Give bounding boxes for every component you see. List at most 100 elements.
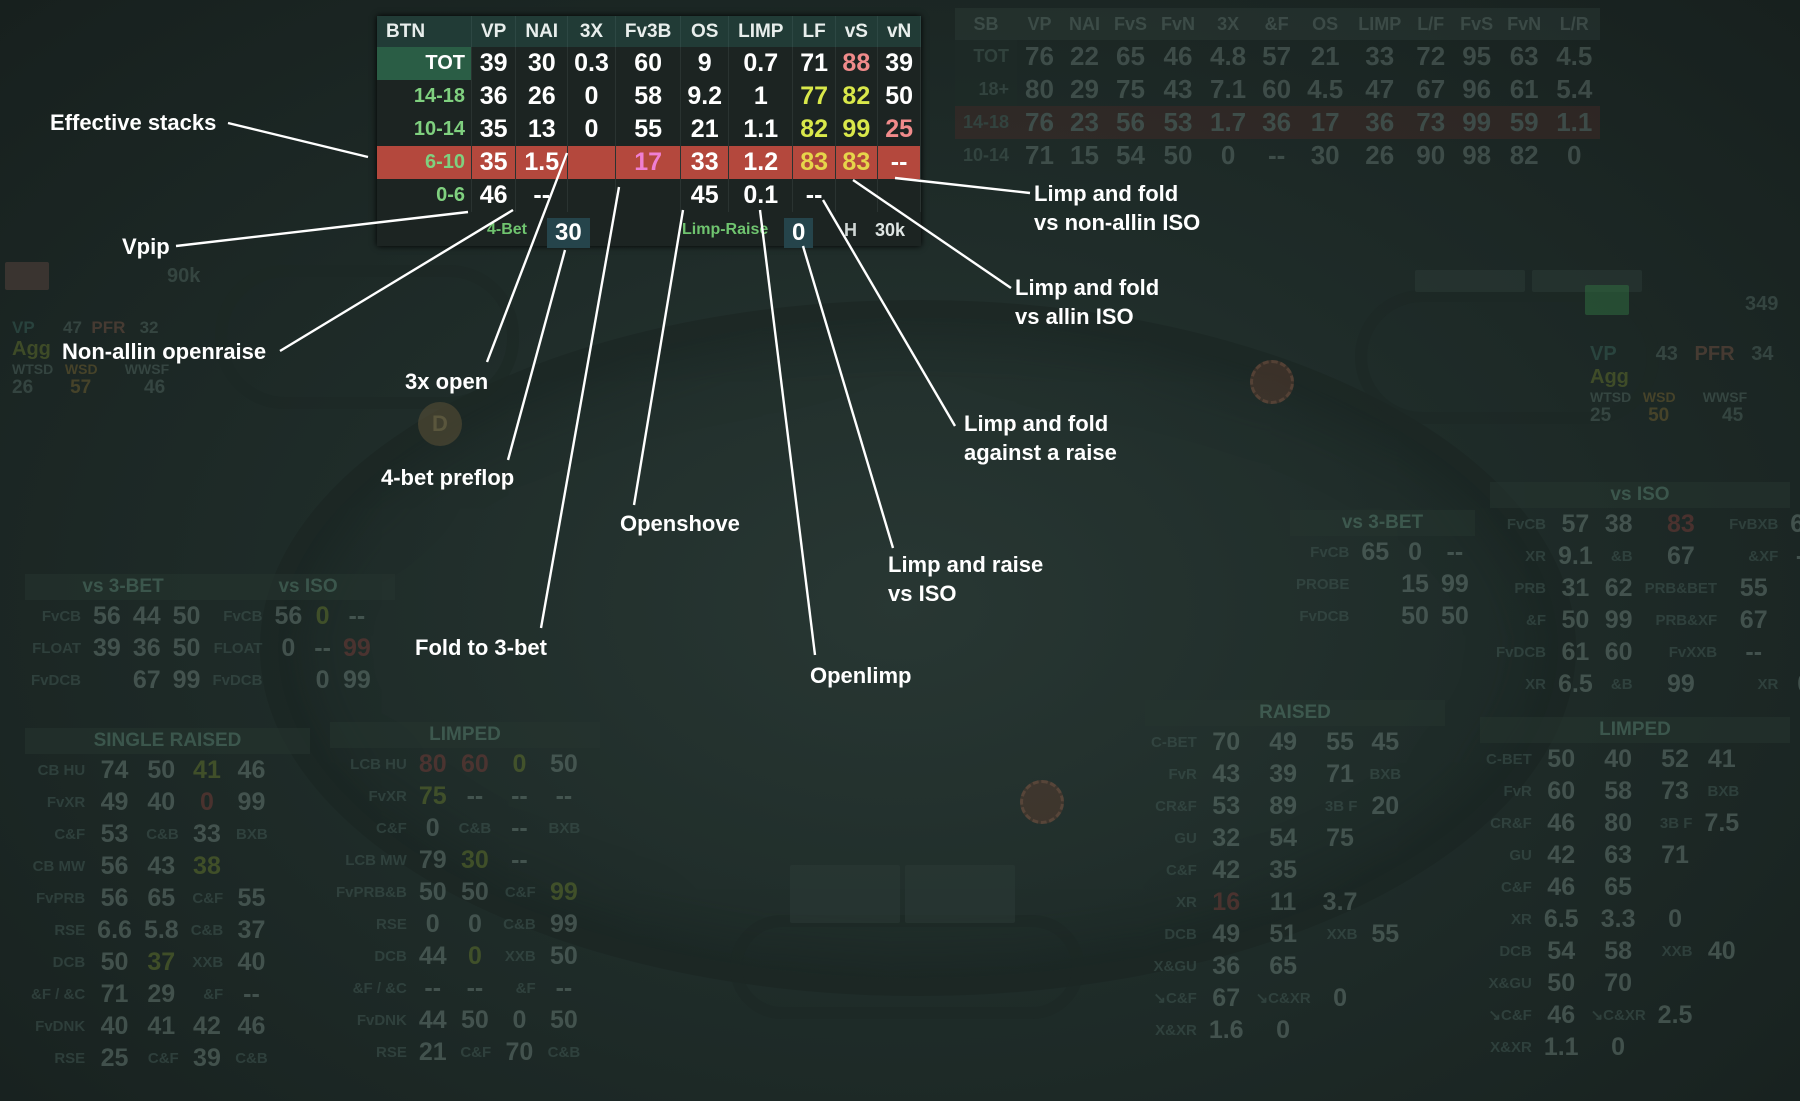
panel-title: vs ISO: [278, 576, 338, 597]
wwsf-label: WWSF: [124, 361, 170, 377]
col-header-lf: LF: [792, 16, 836, 47]
hud-bottom-row: 4-Bet 30 Limp-Raise 0 H 30k: [377, 212, 922, 248]
col-header-vp: VP: [471, 16, 517, 47]
sb-stat-value: 0: [1567, 140, 1582, 170]
annotation-non-allin-openraise: Non-allin openraise: [62, 339, 267, 364]
annotation-line: vs ISO: [888, 581, 957, 606]
hands-count: 30k: [875, 220, 906, 240]
agg-label: Agg: [12, 338, 51, 360]
leader-fold-to-3bet: [539, 186, 621, 629]
os-value: 21: [680, 113, 730, 146]
sb-stat-value: 50: [1163, 140, 1193, 170]
annotation-fold-to-3bet: Fold to 3-bet: [415, 635, 547, 660]
annotation-line: Limp and fold: [1034, 181, 1179, 206]
panel-title: vs ISO: [1490, 482, 1790, 508]
sb-stat-value: 53: [1153, 106, 1202, 139]
hud-header-row: BTN VP NAI 3X Fv3B OS LIMP LF vS vN: [377, 16, 922, 47]
stack-range-label: 10-14: [377, 113, 472, 146]
panel-title: vs 3-BET: [1290, 510, 1475, 536]
sb-stat-value: 15: [1070, 140, 1099, 170]
annotation-openlimp: Openlimp: [810, 663, 912, 688]
sb-stat-value: 80: [1025, 74, 1054, 104]
nai-value: 13: [515, 113, 569, 146]
lf-value: 83: [792, 146, 836, 179]
sb-col-header: LIMP: [1351, 8, 1409, 40]
sb-stat-value: 71: [1025, 140, 1054, 170]
annotation-line: Limp and fold: [1015, 275, 1160, 300]
vpip-value: 35: [471, 113, 517, 146]
sb-stat-value: 65: [1116, 41, 1145, 71]
col-header-3x: 3X: [567, 16, 616, 47]
limp-value: 0.7: [728, 47, 794, 80]
sb-stat-value: 43: [1163, 74, 1193, 104]
sb-stat-value: 82: [1509, 140, 1539, 170]
stack-row-10-14[interactable]: 10-14 35 13 0 55 21 1.1 82 99 25: [377, 113, 922, 146]
vn-value: --: [877, 146, 922, 179]
panel-title: SINGLE RAISED: [25, 728, 310, 754]
sb-col-header: FvN: [1500, 8, 1549, 40]
col-header-nai: NAI: [515, 16, 569, 47]
os-value: 9: [680, 47, 730, 80]
leader-limp-raise-vs-iso: [801, 245, 895, 549]
wtsd-label: WTSD: [12, 361, 54, 377]
sb-stat-value: 0: [1220, 140, 1236, 170]
sb-stat-value: 73: [1408, 106, 1454, 139]
fourbet-label: 4-Bet: [487, 221, 528, 238]
sb-col-header: SB: [955, 8, 1018, 40]
col-header-btn: BTN: [377, 16, 472, 47]
3x-value: 0.3: [567, 47, 616, 80]
sb-stack-label: 10-14: [955, 139, 1018, 172]
leader-vpip: [175, 210, 469, 248]
stack-row-14-18[interactable]: 14-18 36 26 0 58 9.2 1 77 82 50: [377, 80, 922, 113]
sb-stat-value: 21: [1310, 41, 1340, 71]
col-header-os: OS: [680, 16, 730, 47]
right-stack: 349: [1745, 293, 1779, 315]
sb-stat-value: 29: [1070, 74, 1099, 104]
annotation-effective-stacks: Effective stacks: [50, 110, 217, 135]
sb-stat-value: 60: [1262, 74, 1292, 104]
leader-limp-fold-vs-raise: [821, 199, 957, 427]
panel-title: LIMPED: [1480, 717, 1790, 743]
pfr-value: 32: [139, 318, 159, 337]
3x-value: 0: [567, 113, 616, 146]
panel-title: RAISED: [1145, 700, 1445, 726]
sb-stat-value: 26: [1365, 140, 1395, 170]
limp-raise-value: 0: [784, 218, 814, 248]
annotation-limp-fold-nonallin: Limp and fold vs non-allin ISO: [1034, 179, 1200, 237]
sb-stat-value: 1.7: [1202, 106, 1255, 139]
stack-row-6-10[interactable]: 6-10 35 1.5 17 33 1.2 83 83 --: [377, 146, 922, 179]
vp-value: 47: [63, 318, 82, 337]
3x-value: [567, 179, 616, 212]
sb-stat-value: 22: [1070, 41, 1099, 71]
hero-card-right: [905, 865, 1015, 923]
wsd-label: WSD: [64, 361, 98, 377]
vs-value: 99: [835, 113, 878, 146]
wsd-value: 50: [1648, 405, 1670, 426]
wsd-label: WSD: [1642, 389, 1676, 405]
col-header-limp: LIMP: [728, 16, 794, 47]
vpip-value: 36: [471, 80, 517, 113]
sb-col-header: NAI: [1061, 8, 1107, 40]
stack-range-label: TOT: [377, 47, 472, 80]
leader-3x-open: [485, 152, 569, 363]
vp-label: VP: [12, 318, 35, 337]
stack-row-total[interactable]: TOT 39 30 0.3 60 9 0.7 71 88 39: [377, 47, 922, 80]
sb-stat-value: 17: [1299, 106, 1352, 139]
hero-card-left: [790, 865, 900, 923]
sb-stat-value: 7.1: [1210, 74, 1247, 104]
fv3b-value: 60: [615, 47, 682, 80]
sb-col-header: FvS: [1106, 8, 1154, 40]
stack-row-0-6[interactable]: 0-6 46 -- 45 0.1 --: [377, 179, 922, 212]
right-player-stats: 349 VP 43 PFR 34 Agg WTSD WSD WWSF 25 50…: [1590, 293, 1778, 427]
wwsf-value: 46: [144, 377, 166, 398]
sb-stat-value: 75: [1116, 74, 1145, 104]
fourbet-value: 30: [547, 218, 590, 248]
vs-value: 82: [835, 80, 878, 113]
